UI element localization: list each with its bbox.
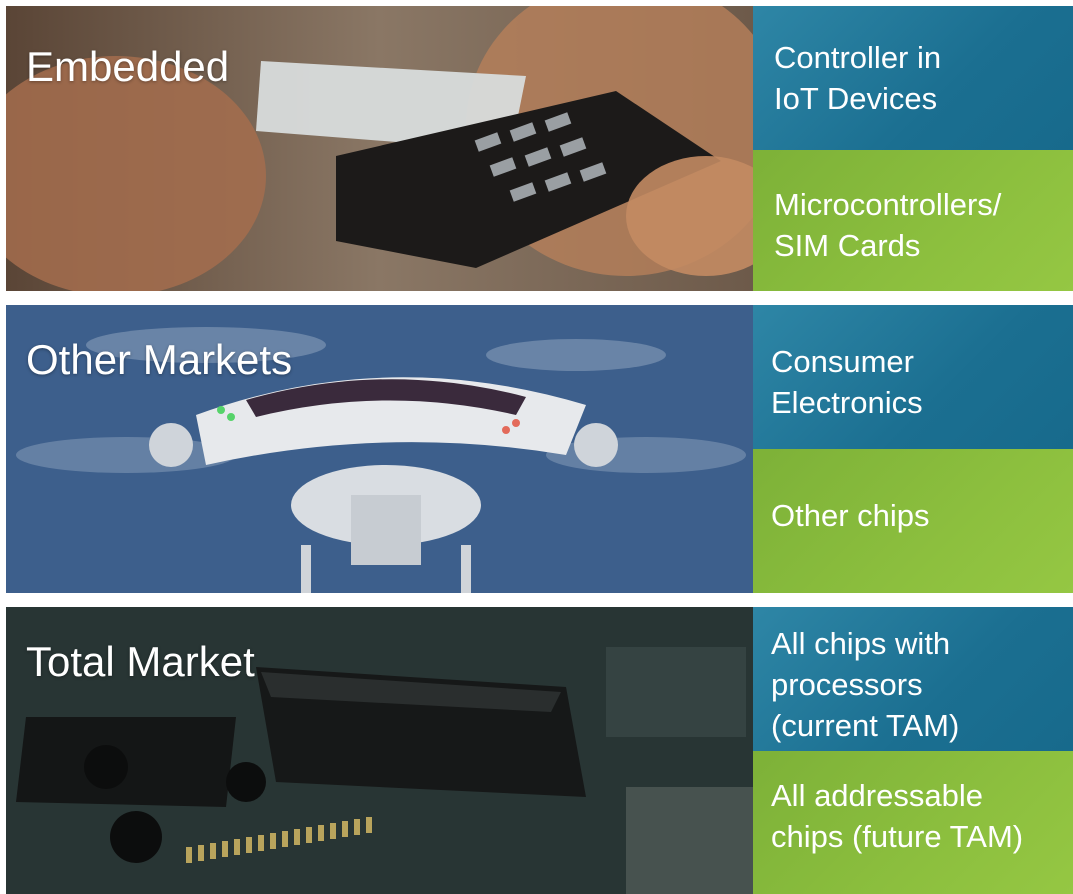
row-title: Total Market [26, 637, 255, 687]
other-chips-panel: Other chips [753, 449, 1073, 593]
payment-card-reader-image [6, 6, 753, 291]
panel-line: All addressable [771, 778, 983, 813]
row-title-line: Markets [142, 336, 293, 383]
other-markets-row: Other Markets Consumer Electronics Other… [6, 305, 1073, 593]
panel-line: Consumer [771, 344, 914, 379]
panel-line: processors [771, 667, 923, 702]
circuit-board-image [6, 607, 753, 894]
panel-line: Electronics [771, 385, 923, 420]
panel-line: chips (future TAM) [771, 819, 1024, 854]
row-title: Other Markets [26, 335, 326, 385]
embedded-row: Embedded Controller in IoT Devices Micro… [6, 6, 1073, 291]
current-tam-panel: All chips with processors (current TAM) [753, 607, 1073, 751]
row-title: Embedded [26, 42, 229, 92]
row-title-line: Other [26, 336, 132, 383]
total-market-row: Total Market All chips with processors (… [6, 607, 1073, 894]
consumer-electronics-panel: Consumer Electronics [753, 305, 1073, 449]
panel-line: Other chips [771, 498, 930, 533]
panel-line: IoT Devices [774, 81, 938, 116]
panel-line: Controller in [774, 40, 942, 75]
panel-line: (current TAM) [771, 708, 960, 743]
row-title-line: Total Market [26, 638, 255, 685]
controller-in-iot-devices-panel: Controller in IoT Devices [753, 6, 1073, 150]
panel-line: Microcontrollers/ [774, 187, 1002, 222]
row-title-line: Embedded [26, 43, 230, 90]
panel-line: SIM Cards [774, 228, 921, 263]
drone-image [6, 305, 753, 593]
future-tam-panel: All addressable chips (future TAM) [753, 751, 1073, 894]
panel-line: All chips with [771, 626, 951, 661]
microcontrollers-sim-cards-panel: Microcontrollers/ SIM Cards [753, 150, 1073, 291]
